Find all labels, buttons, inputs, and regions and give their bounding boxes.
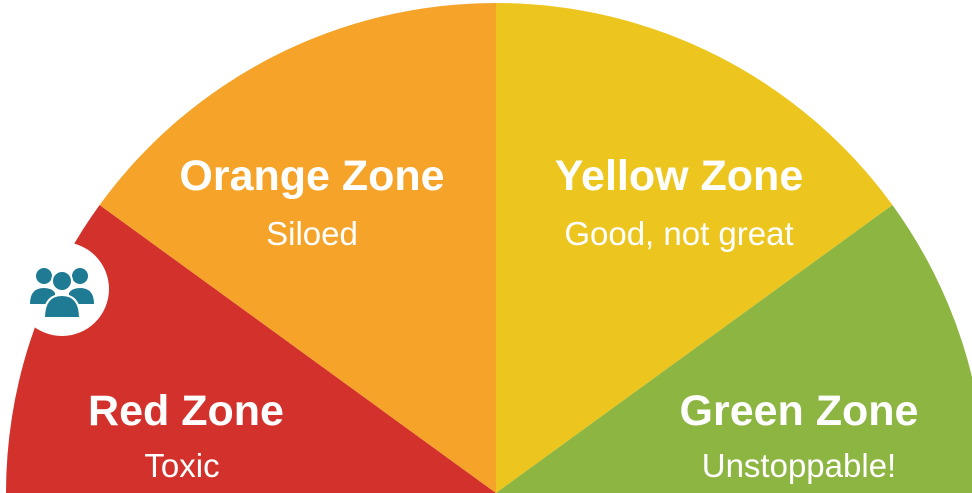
orange-zone-subtitle: Siloed <box>266 215 358 252</box>
position-marker <box>15 242 109 336</box>
yellow-zone-subtitle: Good, not great <box>564 215 793 252</box>
orange-zone-title: Orange Zone <box>179 152 444 200</box>
red-zone-segment <box>6 205 496 493</box>
orange-zone-segment <box>99 3 496 493</box>
yellow-zone-title: Yellow Zone <box>555 152 804 200</box>
green-zone-segment <box>496 205 972 493</box>
green-zone-title: Green Zone <box>680 387 919 435</box>
team-icon <box>30 268 94 319</box>
yellow-zone-segment <box>496 3 893 493</box>
green-zone-subtitle: Unstoppable! <box>702 447 896 484</box>
red-zone-subtitle: Toxic <box>144 447 219 484</box>
red-zone-title: Red Zone <box>88 387 284 435</box>
